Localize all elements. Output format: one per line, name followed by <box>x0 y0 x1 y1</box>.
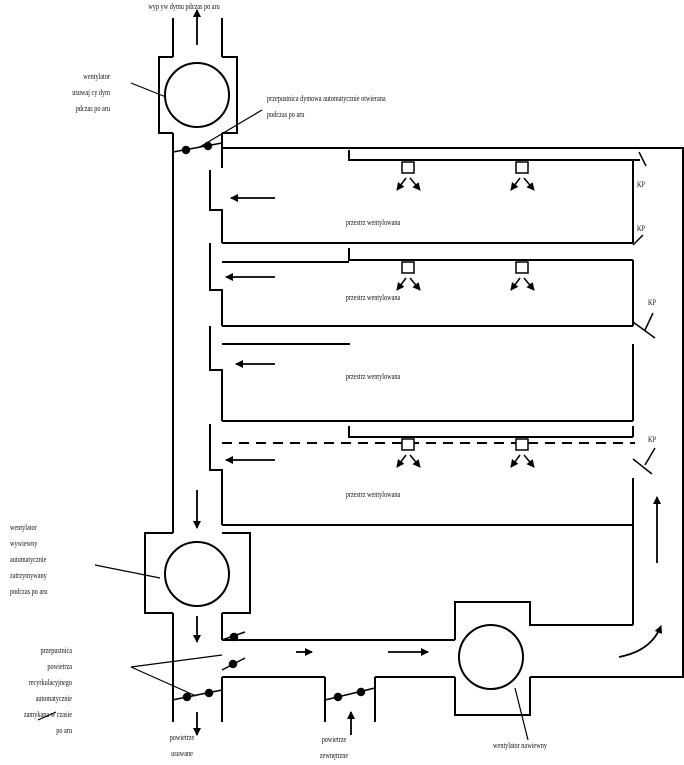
damper-symbols <box>171 141 376 702</box>
diffuser-icon <box>401 438 415 451</box>
fire-damper-label: przepustnica dymowa automatycznie otwier… <box>267 94 386 119</box>
supply-fan-icon <box>458 624 524 690</box>
diffuser-icon <box>401 261 415 274</box>
smoke-fan-label: wentylator usuwaj cy dym pdczas po aru <box>72 72 110 113</box>
recirc-damper-label: przepustnica powietrza recyrkulacyjnego … <box>23 646 73 735</box>
leader-lines <box>37 82 529 741</box>
room4-label: przestrz wentylowana <box>345 490 401 499</box>
smoke-fan-icon <box>164 62 230 128</box>
air-removed-label: powietrze usuwane <box>169 733 195 758</box>
diffuser-icon <box>401 161 415 174</box>
exhaust-fan-icon <box>164 541 230 607</box>
room1-label: przestrz wentylowana <box>345 218 401 227</box>
duct-walls <box>144 18 684 722</box>
exhaust-fan-label: wentylator wywiewny automatycznie zatrzy… <box>10 523 48 596</box>
room2-label: przestrz wentylowana <box>345 293 401 302</box>
diffuser-icon <box>515 261 529 274</box>
top-exhaust-label: wyp yw dymu pdczas po aru <box>148 2 220 11</box>
kp1-label: KP <box>637 180 645 189</box>
diffuser-icon <box>515 438 529 451</box>
diffusers <box>401 161 529 451</box>
kp4-label: KP <box>648 435 656 444</box>
riser-inlets <box>209 170 223 525</box>
supply-fan-label: wentylator nawiewny <box>493 741 547 750</box>
air-fresh-label: powietrze zewnętrzne <box>319 735 349 760</box>
kp3-label: KP <box>648 298 656 307</box>
kp-dampers <box>632 151 656 475</box>
diffuser-icon <box>515 161 529 174</box>
kp2-label: KP <box>637 224 645 233</box>
flow-arrows <box>193 9 663 736</box>
room3-label: przestrz wentylowana <box>345 372 401 381</box>
diffuser-flows <box>396 177 535 468</box>
